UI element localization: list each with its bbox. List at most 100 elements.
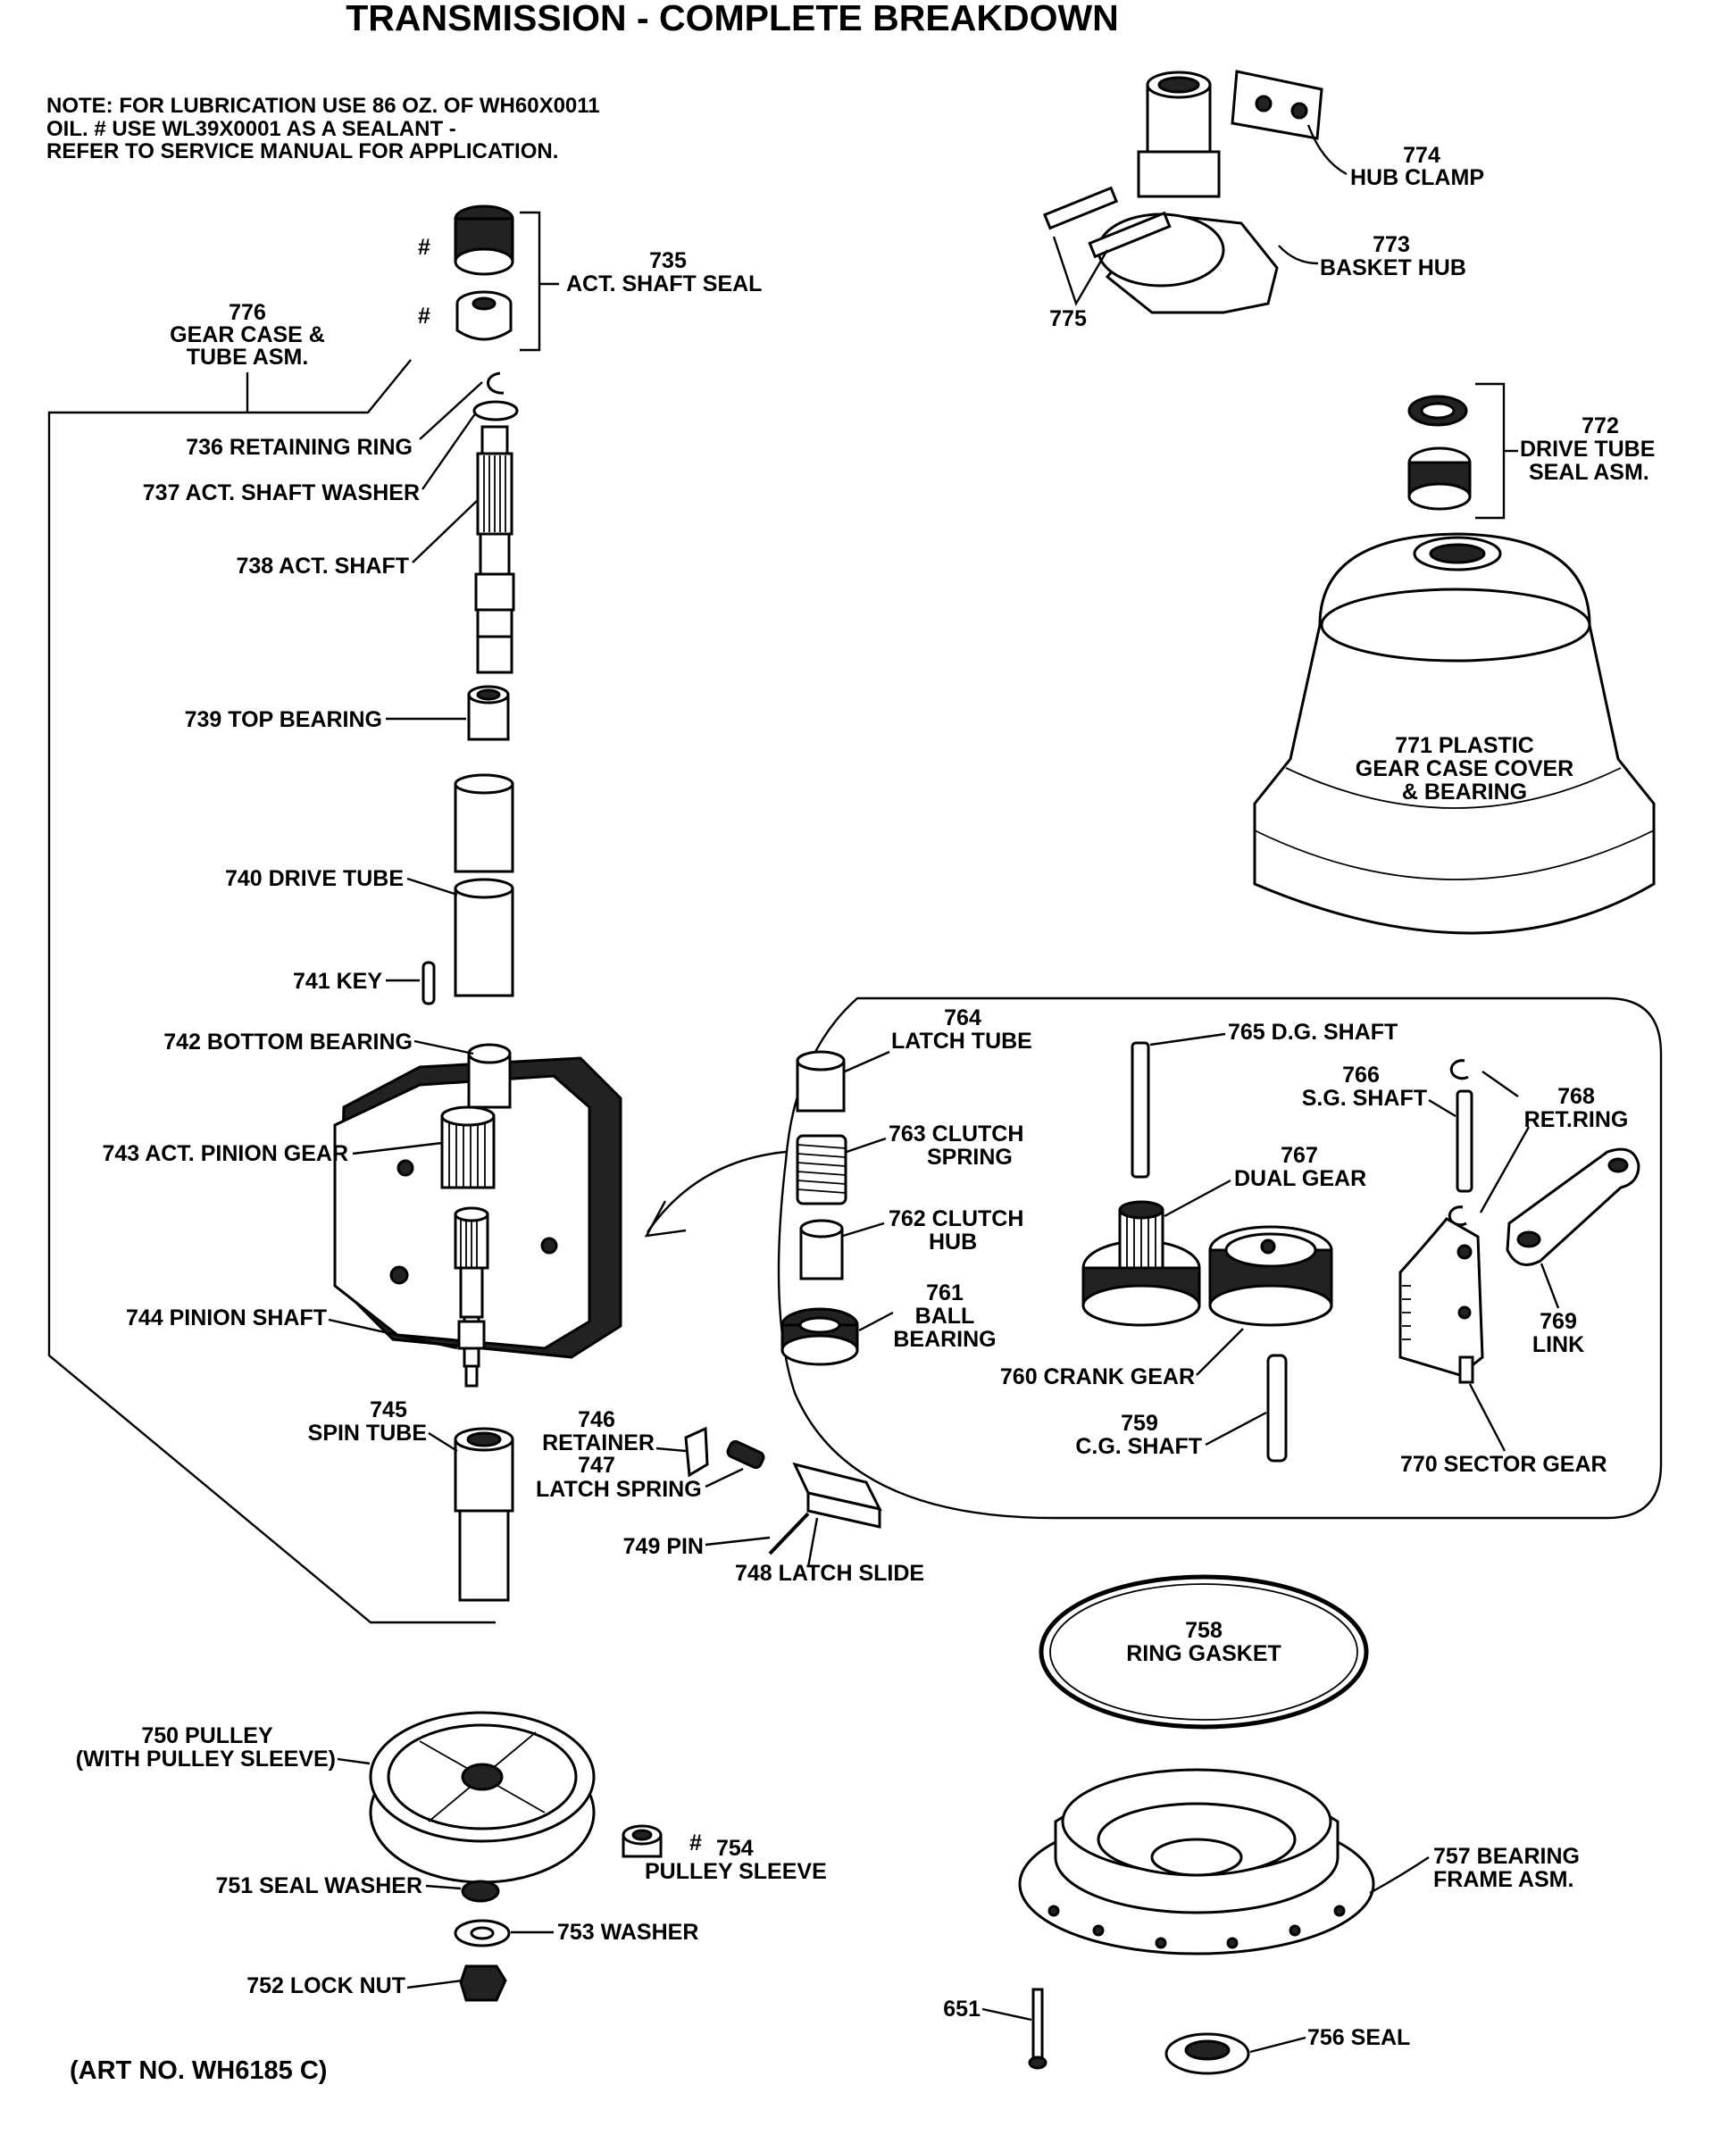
drive-tube-part (454, 773, 514, 997)
hash-symbol: # (418, 235, 430, 260)
bearing-frame-part (1018, 1768, 1375, 1955)
label-773-name: BASKET HUB (1320, 255, 1466, 280)
label-776-number: 776 (229, 300, 266, 325)
label-749: 749 PIN (623, 1534, 704, 1559)
label-776-line1: GEAR CASE & (170, 322, 325, 347)
label-738: 738 ACT. SHAFT (236, 554, 409, 579)
label-767-name: DUAL GEAR (1234, 1166, 1366, 1191)
label-747-number: 747 (578, 1453, 615, 1478)
diagram-title: TRANSMISSION - COMPLETE BREAKDOWN (346, 0, 1119, 38)
retaining-ring-part (486, 371, 505, 395)
act-shaft-part (474, 425, 515, 674)
key-part (421, 961, 436, 1005)
link-part (1506, 1147, 1640, 1266)
label-771-line2: GEAR CASE COVER (1356, 756, 1573, 781)
hash-symbol: # (418, 304, 430, 329)
label-752: 752 LOCK NUT (246, 1973, 405, 1998)
retainer-part (684, 1426, 709, 1478)
label-754-number: 754 (716, 1836, 754, 1861)
label-766-name: S.G. SHAFT (1302, 1086, 1427, 1111)
label-740: 740 DRIVE TUBE (225, 866, 404, 891)
label-775: 775 (1049, 306, 1087, 331)
seal-part (1164, 2032, 1250, 2075)
clutch-spring-part (796, 1134, 847, 1205)
crank-gear-part (1208, 1225, 1333, 1327)
ret-ring-part (1448, 1205, 1467, 1227)
latch-tube-part (796, 1050, 846, 1113)
label-756: 756 SEAL (1307, 2025, 1410, 2050)
pulley-sleeve-part (622, 1824, 663, 1858)
label-760: 760 CRANK GEAR (1000, 1364, 1195, 1389)
note-line-1: NOTE: FOR LUBRICATION USE 86 OZ. OF WH60… (46, 94, 600, 118)
label-739: 739 TOP BEARING (185, 707, 382, 732)
dual-gear-part (1081, 1200, 1201, 1327)
label-769-name: LINK (1532, 1332, 1584, 1357)
gear-subassembly-outline (777, 996, 1663, 1520)
ball-bearing-part (780, 1307, 859, 1366)
gear-case-cover-part (1253, 532, 1656, 935)
hub-clamp-part (1231, 70, 1323, 140)
label-751: 751 SEAL WASHER (215, 1873, 422, 1898)
note-line-2: OIL. # USE WL39X0001 AS A SEALANT - (46, 117, 456, 141)
label-747-name: LATCH SPRING (536, 1477, 702, 1502)
label-776-line2: TUBE ASM. (187, 345, 309, 370)
sg-shaft-part (1456, 1089, 1473, 1193)
ring-gasket-part (1039, 1574, 1369, 1730)
label-772-line1: DRIVE TUBE (1520, 437, 1655, 462)
label-745-number: 745 (370, 1397, 407, 1422)
label-769-number: 769 (1540, 1309, 1577, 1334)
act-shaft-seal-part (454, 204, 514, 341)
label-754-name: PULLEY SLEEVE (645, 1859, 827, 1884)
latch-spring-part (726, 1439, 765, 1470)
lock-nut-part (459, 1964, 507, 2002)
label-735-number: 735 (649, 248, 687, 273)
label-774-name: HUB CLAMP (1350, 165, 1484, 190)
label-736: 736 RETAINING RING (186, 435, 413, 460)
label-741: 741 KEY (293, 969, 382, 994)
label-761-line2: BEARING (893, 1327, 996, 1352)
pin-part (768, 1512, 810, 1555)
label-759-number: 759 (1121, 1411, 1158, 1436)
label-759-name: C.G. SHAFT (1075, 1434, 1202, 1459)
art-number: (ART NO. WH6185 C) (70, 2056, 327, 2085)
label-746-name: RETAINER (542, 1430, 655, 1455)
dg-shaft-part (1131, 1041, 1150, 1179)
label-761-number: 761 (926, 1280, 964, 1305)
gear-case-housing-part (333, 1043, 622, 1388)
label-772-line2: SEAL ASM. (1529, 460, 1649, 485)
label-764-name: LATCH TUBE (891, 1029, 1032, 1054)
label-773-number: 773 (1373, 232, 1410, 257)
label-757-line1: 757 BEARING (1433, 1844, 1580, 1869)
washer-part (454, 1919, 511, 1947)
pulley-part (369, 1711, 596, 1884)
label-742: 742 BOTTOM BEARING (163, 1030, 413, 1055)
top-bearing-part (467, 685, 510, 741)
label-745-name: SPIN TUBE (308, 1421, 427, 1446)
clutch-hub-part (799, 1219, 844, 1280)
basket-hub-part (1097, 71, 1279, 314)
label-771-line3: & BEARING (1402, 780, 1527, 805)
label-768-number: 768 (1557, 1084, 1595, 1109)
bolt-part (1042, 186, 1172, 259)
label-758-number: 758 (1185, 1618, 1223, 1643)
label-748: 748 LATCH SLIDE (735, 1561, 924, 1586)
label-743: 743 ACT. PINION GEAR (102, 1141, 348, 1166)
label-761-line1: BALL (915, 1304, 975, 1329)
label-774-number: 774 (1403, 143, 1440, 168)
cg-shaft-part (1266, 1354, 1288, 1463)
label-763-line1: 763 CLUTCH (889, 1122, 1023, 1147)
label-772-number: 772 (1582, 413, 1619, 438)
label-766-number: 766 (1342, 1063, 1380, 1088)
gear-case-assembly-outline (47, 359, 496, 1624)
drive-tube-seal-part (1407, 395, 1472, 511)
label-764-number: 764 (944, 1005, 981, 1030)
seal-washer-part (461, 1880, 500, 1903)
latch-slide-part (792, 1462, 882, 1529)
label-762-line1: 762 CLUTCH (889, 1206, 1023, 1231)
act-shaft-washer-part (472, 400, 519, 421)
label-750-line2: (WITH PULLEY SLEEVE) (76, 1747, 336, 1772)
label-750-line1: 750 PULLEY (141, 1723, 273, 1748)
label-758-name: RING GASKET (1126, 1641, 1281, 1666)
screw-part (1028, 1988, 1047, 2070)
